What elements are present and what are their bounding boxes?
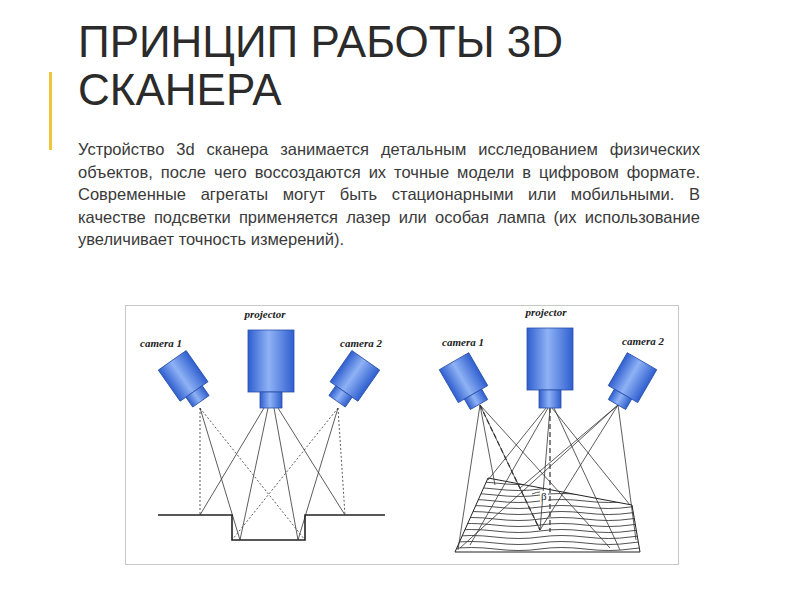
left-diagram — [158, 330, 385, 540]
accent-bar — [49, 72, 52, 150]
camera-label: camera 1 — [140, 337, 182, 349]
slide-title: ПРИНЦИП РАБОТЫ 3D СКАНЕРА — [78, 18, 638, 114]
angle-label: β — [540, 491, 548, 502]
camera-label: camera 2 — [622, 335, 664, 347]
body-text: Устройство 3d сканера занимается детальн… — [78, 138, 700, 251]
projector-label: projector — [245, 308, 286, 320]
camera-label: camera 2 — [340, 337, 382, 349]
figure-frame — [126, 306, 679, 565]
camera-label: camera 1 — [442, 336, 484, 348]
projector-label: projector — [526, 306, 567, 318]
right-diagram — [439, 328, 656, 552]
